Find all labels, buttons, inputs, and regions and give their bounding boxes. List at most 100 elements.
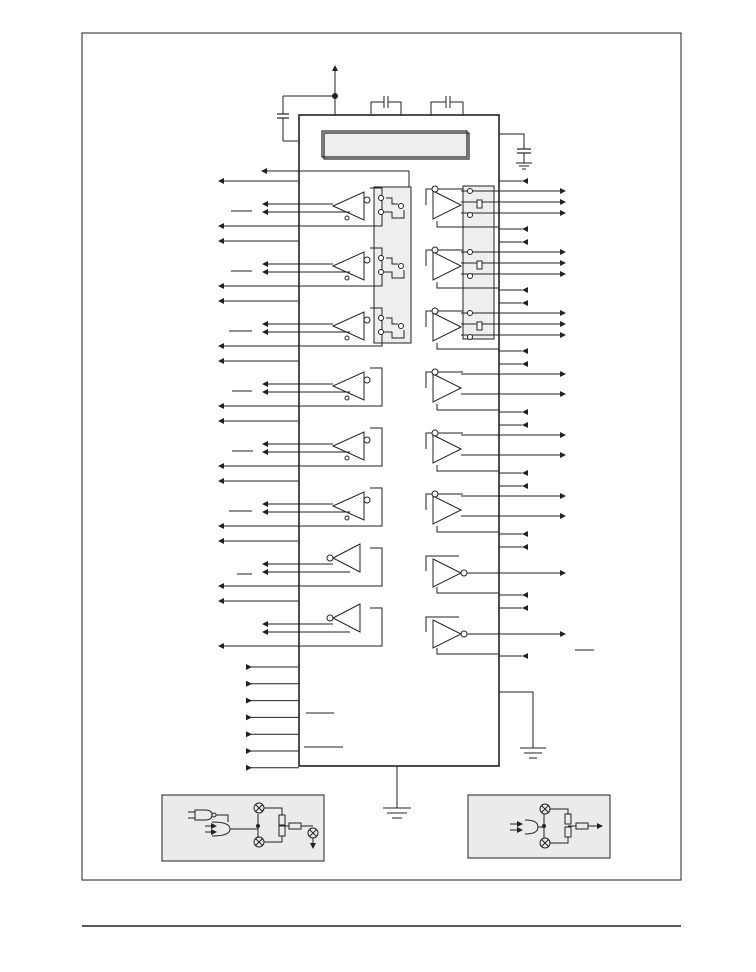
channel-return bbox=[436, 526, 499, 533]
left-channel-3 bbox=[218, 298, 405, 349]
left-channel-8 bbox=[218, 598, 383, 649]
switch-link bbox=[384, 210, 405, 219]
pin-overbar-marks bbox=[229, 210, 594, 748]
left-inset-equivalent-circuit bbox=[161, 794, 325, 862]
right-channel-4 bbox=[425, 361, 566, 415]
control-pin-arrow-icon bbox=[246, 764, 252, 771]
output-bubble-icon bbox=[363, 436, 371, 444]
right-pin-arrow bbox=[522, 592, 528, 598]
control-pin-arrow-icon bbox=[246, 697, 252, 704]
right-pin-arrow bbox=[522, 544, 528, 550]
buffer-amp-icon bbox=[331, 431, 365, 461]
right-channel-3 bbox=[425, 300, 566, 354]
top-capacitor-1 bbox=[370, 96, 402, 115]
channel-return bbox=[436, 343, 499, 350]
control-pin-arrow-icon bbox=[246, 714, 252, 721]
channel-return bbox=[436, 465, 499, 472]
channel-return bbox=[436, 282, 499, 289]
control-pin-arrow-icon bbox=[246, 664, 252, 670]
control-pin-arrow-icon bbox=[246, 731, 252, 738]
chip-ground-symbol bbox=[383, 766, 411, 819]
switch-contact-icon bbox=[398, 263, 404, 269]
switch-contact-icon bbox=[378, 195, 384, 201]
buffer-amp-icon bbox=[432, 373, 463, 403]
channel-bus bbox=[425, 249, 463, 266]
switch-link bbox=[386, 317, 398, 325]
right-ground-symbol bbox=[499, 691, 546, 759]
switch-link bbox=[384, 330, 405, 339]
buffer-amp-icon bbox=[432, 251, 463, 281]
input-bubble-icon bbox=[344, 515, 350, 521]
input-bubble-icon bbox=[344, 395, 350, 401]
decoupling-capacitor-ground bbox=[499, 133, 532, 170]
left-channel-4 bbox=[218, 358, 383, 409]
right-pin-arrow bbox=[522, 239, 528, 245]
right-channel-2 bbox=[425, 239, 566, 293]
right-channel-6 bbox=[425, 483, 566, 537]
channel-bus bbox=[299, 307, 383, 347]
right-pin-arrow bbox=[522, 409, 528, 415]
channel-return bbox=[436, 648, 499, 655]
channel-bus bbox=[425, 555, 459, 571]
channel-bus bbox=[299, 367, 383, 407]
channel-return bbox=[436, 221, 499, 228]
inverter-amp-icon bbox=[331, 543, 361, 573]
lcd-window bbox=[321, 130, 470, 160]
control-pin-arrow-icon bbox=[246, 748, 252, 754]
channel-bus bbox=[299, 487, 383, 527]
inverter-bubble-icon bbox=[460, 569, 468, 577]
figure-frame bbox=[81, 32, 682, 881]
right-pin-arrow bbox=[522, 361, 528, 367]
switch-contact-icon bbox=[467, 310, 473, 316]
channel-return bbox=[436, 404, 499, 411]
switch-contact-icon bbox=[467, 249, 473, 255]
right-inset-equivalent-circuit bbox=[467, 794, 611, 859]
channel-bus bbox=[299, 607, 383, 647]
output-bubble-icon bbox=[431, 490, 439, 498]
switch-contact-icon bbox=[378, 329, 384, 335]
channel-bus bbox=[299, 247, 383, 287]
output-bubble-icon bbox=[363, 256, 371, 264]
channel-bus bbox=[425, 310, 463, 327]
input-bubble-icon bbox=[344, 335, 350, 341]
series-resistor-icon bbox=[476, 321, 483, 331]
right-pin-arrow bbox=[522, 422, 528, 428]
right-pin-arrow bbox=[522, 605, 528, 611]
output-bubble-icon bbox=[431, 246, 439, 254]
right-pin-arrow bbox=[522, 226, 528, 232]
right-pin-arrow bbox=[522, 470, 528, 476]
switch-contact-icon bbox=[378, 269, 384, 275]
buffer-amp-icon bbox=[331, 491, 365, 521]
buffer-amp-icon bbox=[432, 434, 463, 464]
right-pin-arrow bbox=[522, 300, 528, 306]
control-pin-arrow-icon bbox=[246, 680, 252, 687]
channel-bus bbox=[425, 493, 463, 510]
output-bubble-icon bbox=[431, 185, 439, 193]
switch-contact-icon bbox=[398, 323, 404, 329]
series-resistor-icon bbox=[476, 199, 483, 209]
channel-return bbox=[436, 587, 499, 594]
buffer-amp-icon bbox=[331, 251, 365, 281]
supply-output-arrow bbox=[277, 65, 338, 142]
switch-contact-icon bbox=[378, 209, 384, 215]
right-channel-5 bbox=[425, 422, 566, 476]
inverter-bubble-icon bbox=[326, 614, 334, 622]
right-channel-7 bbox=[425, 544, 566, 598]
right-pin-arrow bbox=[522, 653, 528, 659]
channel-bus bbox=[425, 188, 463, 205]
channel-bus bbox=[299, 547, 383, 587]
right-channel-group bbox=[425, 178, 566, 659]
switch-contact-icon bbox=[467, 273, 473, 279]
left-channel-7 bbox=[218, 538, 383, 589]
output-bubble-icon bbox=[363, 316, 371, 324]
inverter-bubble-icon bbox=[460, 630, 468, 638]
switch-link bbox=[386, 257, 398, 265]
switch-contact-icon bbox=[398, 203, 404, 209]
left-channel-2 bbox=[218, 238, 405, 289]
top-capacitor-2 bbox=[430, 96, 464, 115]
left-channel-6 bbox=[218, 478, 383, 529]
right-channel-1 bbox=[425, 178, 566, 232]
output-bubble-icon bbox=[431, 307, 439, 315]
switch-contact-icon bbox=[467, 334, 473, 340]
